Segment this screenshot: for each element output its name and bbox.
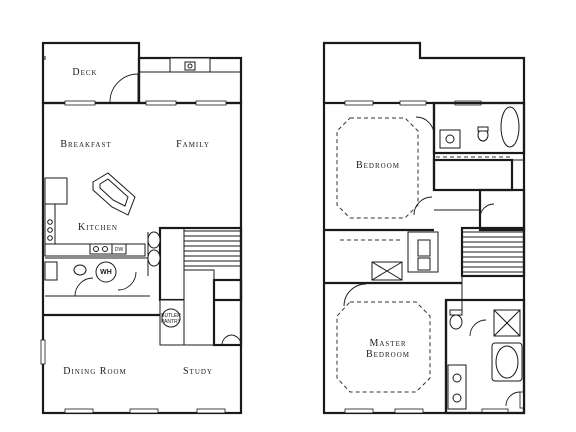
- first-floor-stairs: [147, 226, 243, 346]
- study-closet: [212, 278, 243, 347]
- upper-tub: [500, 106, 520, 148]
- bedroom-label: Bedroom: [356, 160, 400, 171]
- second-floor-plan: Bedroom Master Bedroom: [322, 41, 526, 415]
- water-heater-symbol: [95, 261, 117, 283]
- first-floor-plan: DW WH BUTL: [40, 41, 243, 415]
- utility-area: WH: [44, 257, 150, 297]
- upper-bath: [432, 101, 526, 192]
- toilet: [73, 264, 87, 276]
- deck-label: Deck: [72, 67, 97, 78]
- kitchen-label: Kitchen: [78, 222, 118, 233]
- kitchen-counters: DW: [44, 177, 146, 257]
- family-label: Family: [176, 139, 210, 150]
- dishwasher-label: DW: [115, 247, 124, 253]
- kitchen-island: [92, 172, 136, 216]
- dishwasher: [111, 243, 127, 255]
- study-label: Study: [183, 366, 213, 377]
- master-toilet: [449, 314, 463, 330]
- fireplace: [137, 56, 243, 105]
- master-label-1: Master: [369, 338, 406, 349]
- master-bath: [444, 298, 526, 415]
- breakfast-label: Breakfast: [60, 139, 111, 150]
- windows-first-floor: [40, 100, 227, 414]
- deck-door-swing: [109, 73, 139, 103]
- hall-closets: [324, 188, 526, 285]
- master-label-2: Bedroom: [366, 349, 410, 360]
- water-heater-label: WH: [100, 269, 112, 276]
- butler-pantry: BUTLER PANTRY: [161, 308, 182, 328]
- second-floor-stairs: [460, 226, 526, 310]
- master-door-swing: [343, 283, 367, 307]
- dining-room-label: Dining Room: [63, 366, 127, 377]
- powder-door-swing: [74, 277, 94, 297]
- master-tub: [495, 345, 519, 379]
- roof-outline: [322, 41, 526, 103]
- butler-label-1: BUTLER: [161, 313, 181, 319]
- refrigerator: [44, 177, 68, 205]
- butler-label-2: PANTRY: [161, 319, 181, 325]
